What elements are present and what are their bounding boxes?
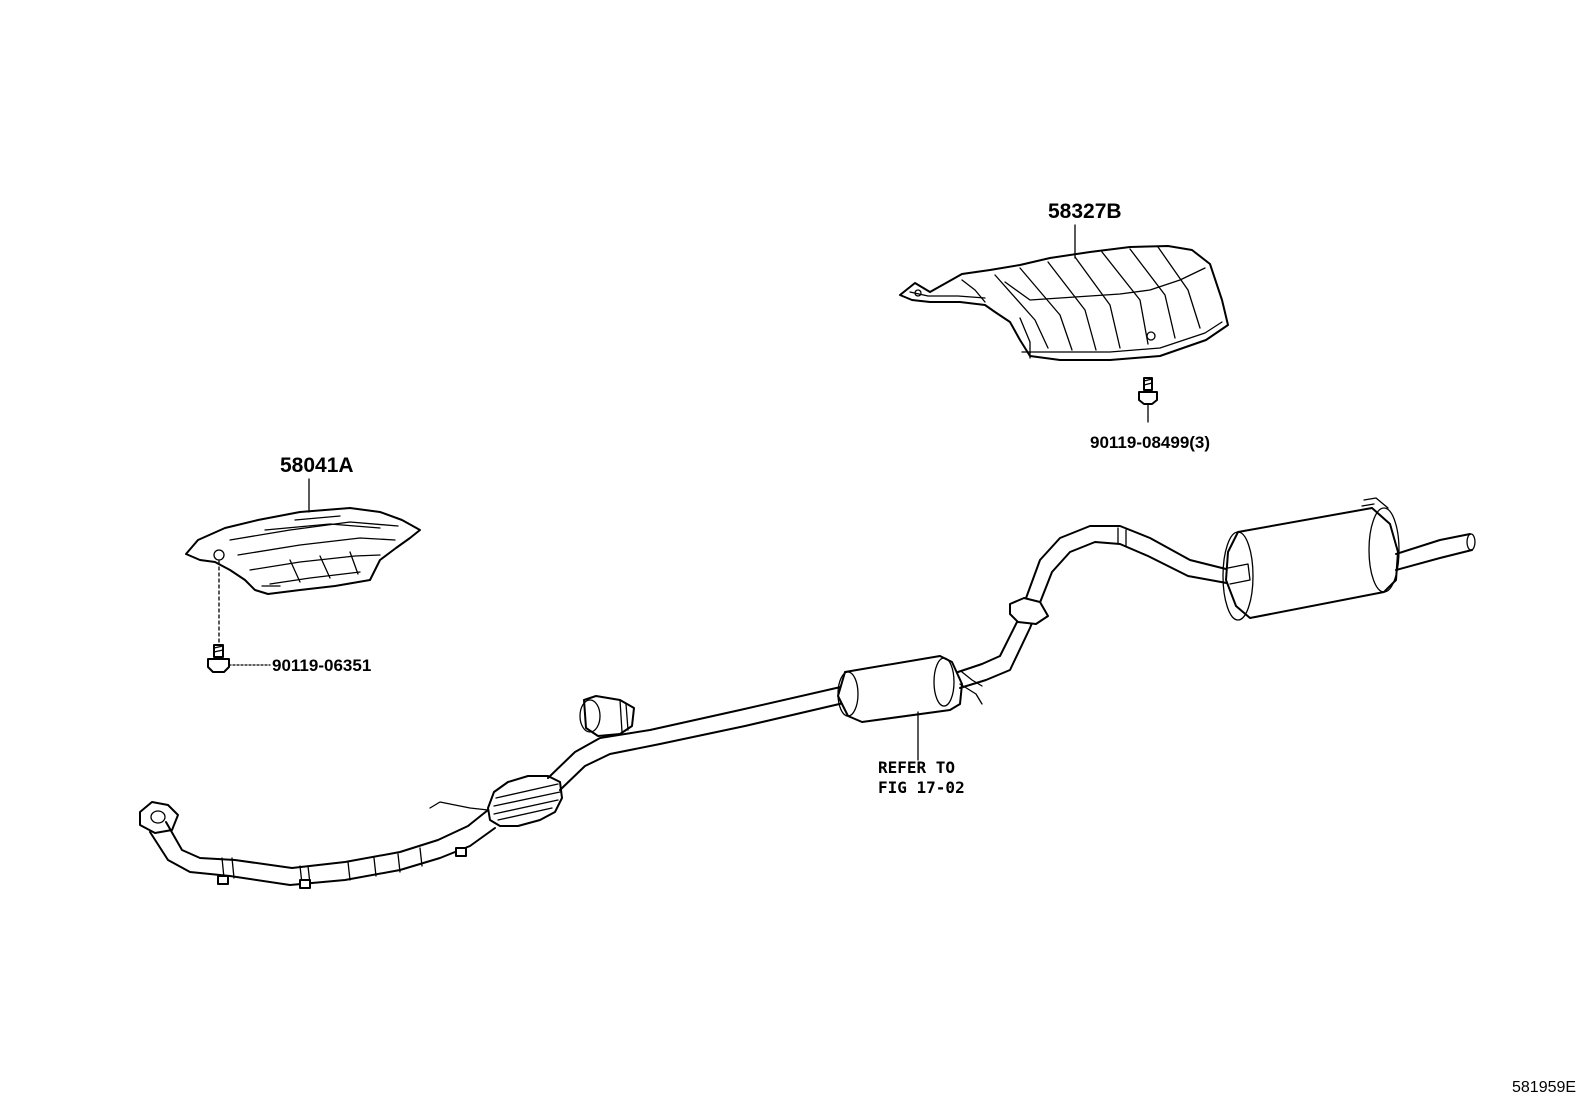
bolt-number-lower: 90119-06351 <box>272 656 371 675</box>
heat-insulator-58041a <box>185 507 421 595</box>
exhaust-pipe-assembly <box>139 497 1476 889</box>
heat-insulator-58327b <box>899 245 1229 361</box>
bolt-number-upper: 90119-08499(3) <box>1090 433 1210 452</box>
part-number-58041a: 58041A <box>280 454 354 477</box>
bolt-lower-icon <box>207 644 271 673</box>
part-number-58327b: 58327B <box>1048 200 1122 223</box>
bolt-upper-icon <box>1138 377 1158 423</box>
refer-text-line2: FIG 17-02 <box>878 778 965 797</box>
figure-id: 581959E <box>1512 1079 1576 1096</box>
refer-text-line1: REFER TO <box>878 758 955 777</box>
